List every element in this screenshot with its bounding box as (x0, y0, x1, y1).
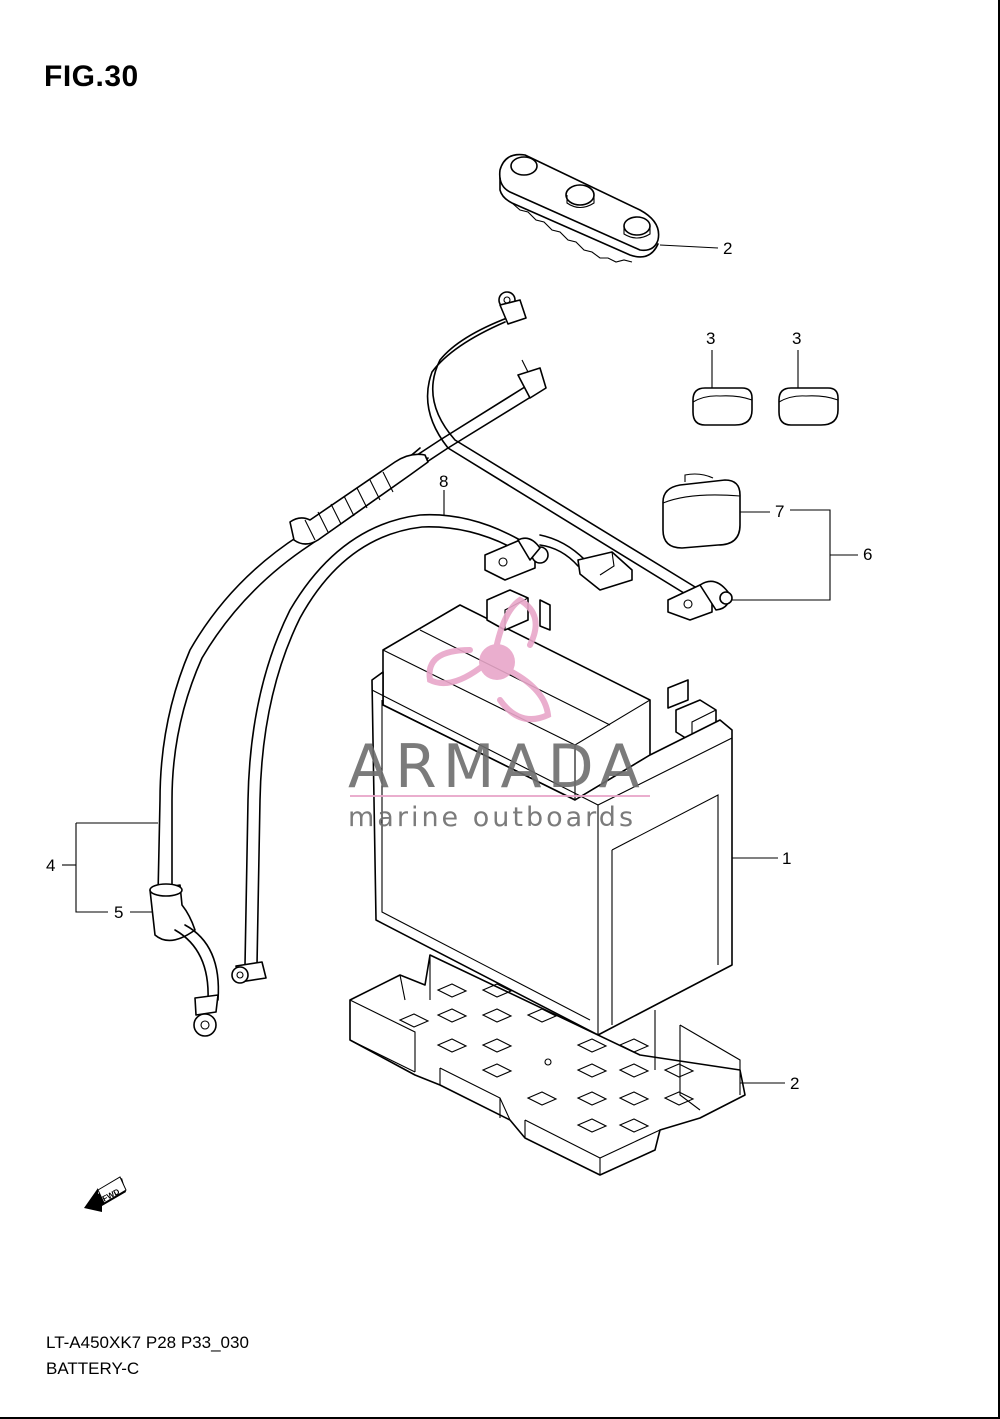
terminal-cover (662, 473, 741, 549)
lead-wire-part (231, 513, 633, 984)
callout-7: 7 (775, 502, 784, 521)
watermark-brand: ARMADA (348, 732, 646, 802)
figure-code: LT-A450XK7 P28 P33_030 (46, 1333, 249, 1352)
watermark: ARMADA marine outboards (348, 596, 650, 833)
callout-3-left: 3 (706, 329, 715, 348)
callouts: 2 3 3 8 7 6 1 4 5 2 (46, 239, 872, 1093)
fwd-arrow-icon: FWD (84, 1176, 127, 1212)
callout-1: 1 (782, 849, 791, 868)
callout-6: 6 (863, 545, 872, 564)
figure-title: FIG.30 (44, 60, 139, 93)
figure-name: BATTERY-C (46, 1359, 140, 1378)
callout-8: 8 (439, 472, 448, 491)
callout-3-right: 3 (792, 329, 801, 348)
leader-lines (62, 244, 858, 1084)
callout-2-tray: 2 (790, 1074, 799, 1093)
callout-2-band: 2 (723, 239, 732, 258)
negative-cable (149, 447, 429, 1037)
battery-band-part (498, 153, 660, 263)
armada-logo-icon (426, 596, 552, 722)
callout-5: 5 (114, 903, 123, 922)
positive-cable (426, 291, 733, 621)
terminal-cap-left (692, 387, 753, 426)
callout-4: 4 (46, 856, 55, 875)
watermark-tagline: marine outboards (348, 802, 636, 833)
battery-tray (349, 954, 746, 1176)
terminal-cap-right (778, 387, 839, 426)
